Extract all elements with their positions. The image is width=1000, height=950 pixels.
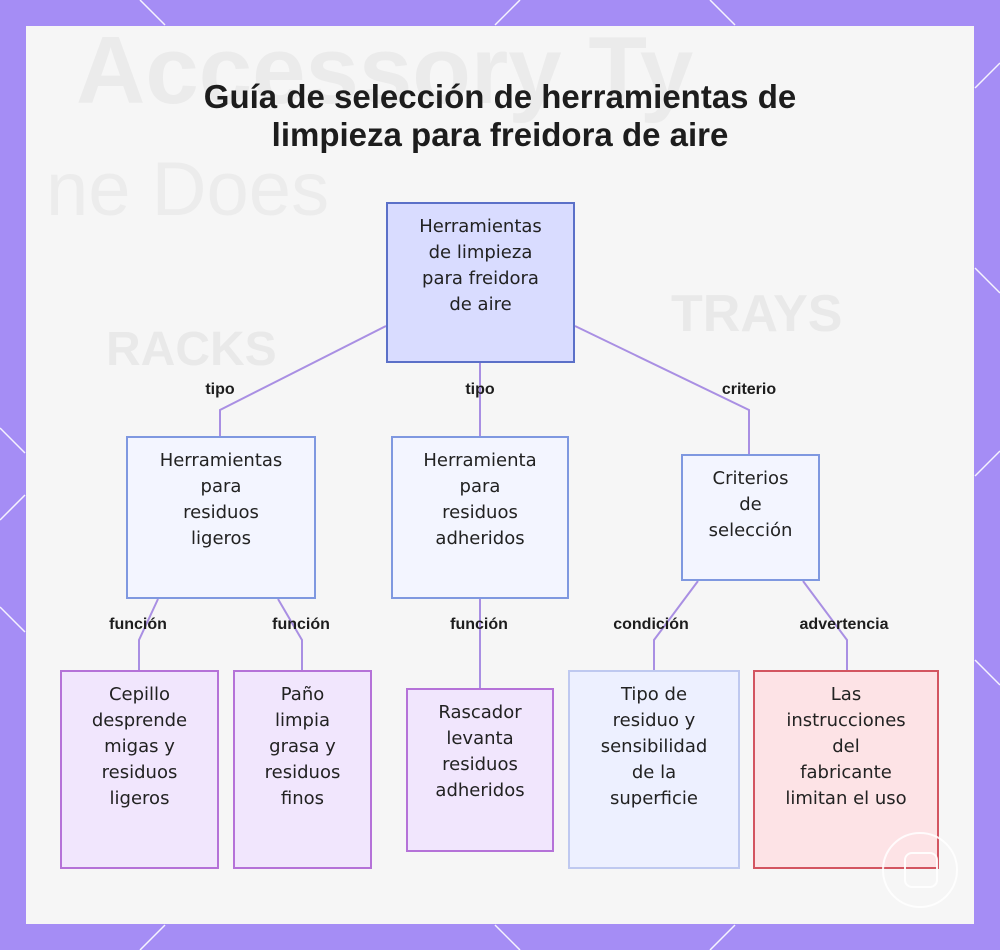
- edge-label-criteria-manual: advertencia: [799, 616, 889, 633]
- node-criteria: Criterios de selección: [681, 454, 820, 581]
- node-manual-line: fabricante: [800, 762, 892, 783]
- edge-label-stuck-scraper: función: [450, 616, 508, 633]
- node-cloth-line: finos: [280, 788, 325, 809]
- node-cloth: Paño limpia grasa y residuos finos: [233, 670, 372, 869]
- node-brush-line: migas y: [104, 736, 175, 757]
- edge-label-light-cloth: función: [272, 616, 330, 633]
- node-light-line: Herramientas: [159, 450, 283, 471]
- node-brush-line: ligeros: [109, 788, 170, 809]
- node-residue: Tipo de residuo y sensibilidad de la superfi…: [568, 670, 740, 869]
- edge-light-cloth: [277, 598, 303, 670]
- node-scraper-line: Rascador: [438, 702, 522, 723]
- edge-light-brush: [138, 598, 159, 670]
- node-brush-line: residuos: [101, 762, 178, 783]
- node-manual-line: Las: [830, 684, 862, 705]
- node-stuck-line: Herramienta: [423, 450, 537, 471]
- node-light-line: residuos: [183, 502, 259, 523]
- node-residue-line: Tipo de: [620, 684, 688, 705]
- camera-logo-icon: [882, 832, 958, 908]
- edge-label-light-brush: función: [109, 616, 167, 633]
- node-residue-line: sensibilidad: [600, 736, 708, 757]
- edge-label-root-criteria: criterio: [721, 381, 777, 398]
- title-line-1: Guía de selección de herramientas de: [203, 78, 797, 115]
- node-cloth-line: residuos: [264, 762, 341, 783]
- node-root-line: de limpieza: [428, 242, 533, 263]
- node-criteria-line: selección: [708, 520, 793, 541]
- node-root-line: para freidora: [422, 268, 539, 289]
- edge-root-criteria: [574, 325, 750, 454]
- node-cloth-line: limpia: [275, 710, 330, 731]
- edge-criteria-residue: [653, 580, 699, 670]
- node-criteria-line: Criterios: [712, 468, 789, 489]
- edge-label-root-stuck: tipo: [465, 381, 495, 398]
- node-brush-line: desprende: [91, 710, 188, 731]
- node-scraper-line: adheridos: [435, 780, 525, 801]
- node-residue-line: de la: [631, 762, 677, 783]
- node-residue-line: superficie: [610, 788, 698, 809]
- node-stuck: Herramienta para residuos adheridos: [391, 436, 569, 599]
- node-light-line: ligeros: [191, 528, 251, 549]
- node-light-line: para: [200, 476, 242, 497]
- title-line-2: limpieza para freidora de aire: [271, 116, 729, 153]
- node-cloth-line: Paño: [280, 684, 325, 705]
- node-brush-line: Cepillo: [108, 684, 171, 705]
- page-title: Guía de selección de herramientas de lim…: [0, 78, 1000, 154]
- node-brush: Cepillo desprende migas y residuos ligeros: [60, 670, 219, 869]
- node-stuck-line: residuos: [442, 502, 518, 523]
- node-root-line: Herramientas: [419, 216, 542, 237]
- node-stuck-line: para: [459, 476, 501, 497]
- node-criteria-line: de: [739, 494, 762, 515]
- node-scraper: Rascador levanta residuos adheridos: [406, 688, 554, 852]
- edge-label-root-light: tipo: [205, 381, 235, 398]
- node-light: Herramientas para residuos ligeros: [126, 436, 316, 599]
- node-scraper-line: levanta: [446, 728, 514, 749]
- node-stuck-line: adheridos: [435, 528, 525, 549]
- node-manual-line: del: [832, 736, 860, 757]
- edge-criteria-manual: [802, 580, 848, 670]
- edge-label-criteria-residue: condición: [613, 616, 689, 633]
- node-root: Herramientas de limpieza para freidora de a…: [386, 202, 575, 363]
- node-root-line: de aire: [449, 294, 512, 315]
- node-scraper-line: residuos: [442, 754, 518, 775]
- edge-root-light: [219, 325, 387, 436]
- node-cloth-line: grasa y: [269, 736, 336, 757]
- node-residue-line: residuo y: [612, 710, 696, 731]
- node-manual-line: limitan el uso: [785, 788, 907, 809]
- node-manual-line: instrucciones: [786, 710, 906, 731]
